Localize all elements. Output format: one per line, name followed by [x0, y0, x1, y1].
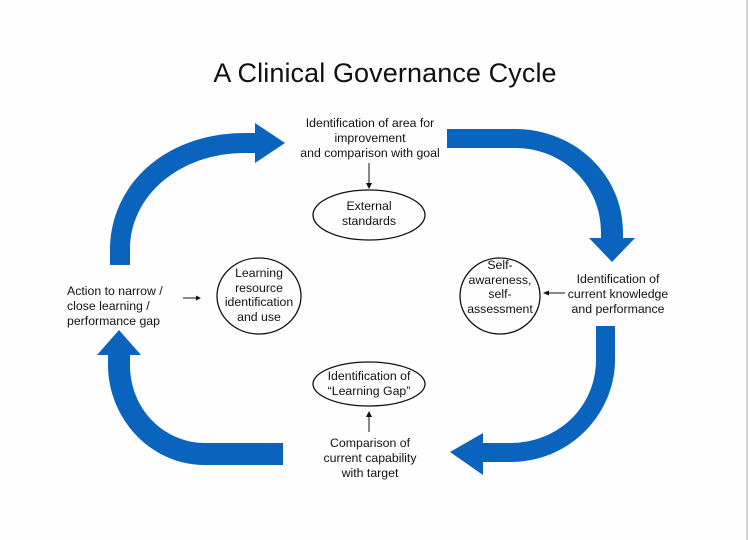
step-identify-current: Identification of current knowledge and … — [567, 272, 669, 316]
cycle-arrow-bottom-left — [97, 330, 283, 465]
step-action-narrow-gap: Action to narrow / close learning / perf… — [67, 284, 163, 328]
page-edge — [746, 0, 748, 540]
step-compare-capability: Comparison of current capability with ta… — [323, 436, 417, 480]
arrowhead-left-icon — [543, 290, 549, 296]
bubble-outline-learning-resource — [216, 257, 302, 335]
diagram-title: A Clinical Governance Cycle — [213, 58, 557, 88]
bubble-learning-resource: Learning resource identification and use — [224, 266, 294, 324]
bubble-outline-self-assessment — [459, 257, 541, 335]
bubble-self-assessment: Self- awareness, self- assessment — [467, 258, 533, 316]
cycle-arrow-top-left — [110, 123, 285, 265]
cycle-arrow-bottom-right — [450, 326, 615, 475]
bubble-outline-learning-gap — [312, 361, 426, 407]
bubble-learning-gap: Identification of “Learning Gap” — [327, 369, 411, 398]
arrowhead-up-icon — [366, 411, 372, 417]
arrowhead-right-icon — [196, 295, 201, 301]
step-identify-area: Identification of area for improvement a… — [300, 116, 440, 160]
bubble-external-standards: External standards — [341, 199, 396, 228]
arrowhead-down-icon — [366, 183, 372, 189]
bubble-outline-external-standards — [312, 189, 426, 241]
cycle-arrow-top-right — [447, 129, 635, 262]
